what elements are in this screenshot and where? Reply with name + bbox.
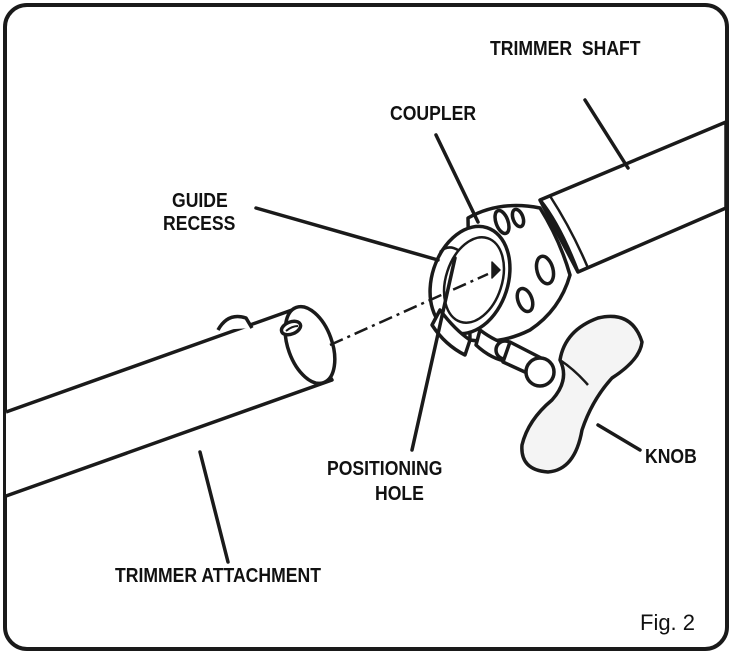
label-coupler: COUPLER: [390, 103, 477, 125]
alignment-line: [329, 272, 489, 347]
leader-knob: [596, 423, 642, 452]
leader-coupler: [434, 133, 480, 224]
knob: [501, 314, 644, 474]
trimmer-shaft: [538, 120, 728, 274]
label-recess-line2: RECESS: [163, 213, 236, 235]
label-trimmer-attachment: TRIMMER ATTACHMENT: [115, 565, 321, 587]
leader-positioning-hole: [410, 256, 457, 452]
figure-frame: [3, 3, 729, 651]
label-trimmer-shaft: TRIMMER SHAFT: [490, 38, 641, 60]
label-hole-line2: HOLE: [375, 483, 424, 505]
leader-guide-recess: [254, 206, 440, 262]
figure-number: Fig. 2: [640, 610, 696, 635]
coupler: [428, 203, 572, 364]
label-positioning-line1: POSITIONING: [327, 458, 443, 480]
label-guide-line1: GUIDE: [172, 190, 228, 212]
trimmer-attachment: [5, 304, 337, 498]
leader-lines: [198, 98, 642, 564]
leader-trimmer-attachment: [198, 450, 230, 564]
label-knob: KNOB: [645, 446, 697, 468]
leader-trimmer-shaft: [583, 98, 630, 170]
